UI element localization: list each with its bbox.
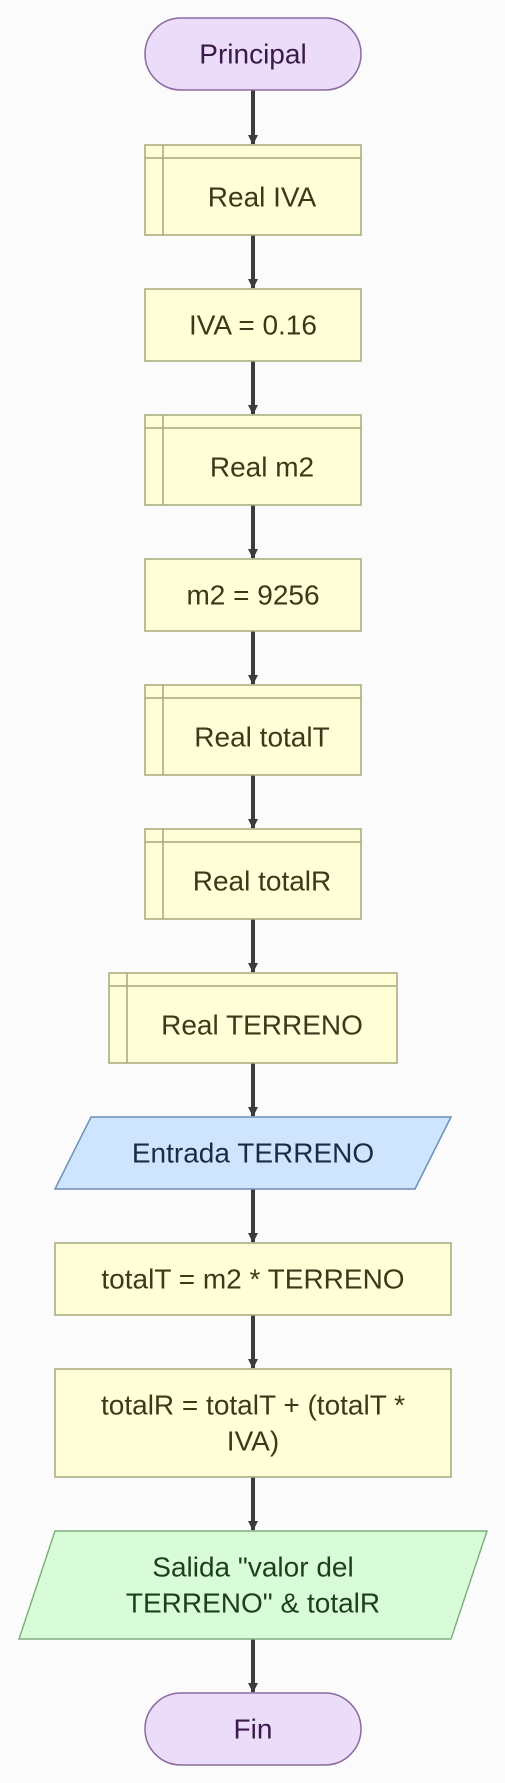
node-label: Real totalT	[194, 722, 329, 753]
node-start: Principal	[144, 17, 362, 91]
node-shape	[144, 828, 362, 920]
node-decl-iva: Real IVA	[144, 144, 362, 236]
node-label: Fin	[234, 1714, 273, 1745]
node-label: Real IVA	[208, 182, 317, 213]
node-label: Real totalR	[193, 866, 332, 897]
node-decl-totalr: Real totalR	[144, 828, 362, 920]
node-shape	[144, 288, 362, 362]
node-input-terreno: Entrada TERRENO	[53, 1116, 453, 1190]
node-shape	[53, 1116, 453, 1190]
node-label: IVA = 0.16	[189, 310, 317, 341]
node-shape	[144, 414, 362, 506]
node-shape	[144, 684, 362, 776]
node-end: Fin	[144, 1692, 362, 1766]
node-calc-totalr: totalR = totalT + (totalT * IVA)	[54, 1368, 452, 1478]
node-label: totalR = totalT + (totalT *	[101, 1390, 405, 1421]
node-decl-m2: Real m2	[144, 414, 362, 506]
node-calc-totalt: totalT = m2 * TERRENO	[54, 1242, 452, 1316]
node-label: Real TERRENO	[161, 1010, 363, 1041]
node-label: Principal	[199, 39, 306, 70]
node-label: Salida "valor del	[152, 1552, 353, 1583]
node-label: m2 = 9256	[186, 580, 319, 611]
node-shape	[54, 1368, 452, 1478]
node-label: Real m2	[210, 452, 314, 483]
node-shape	[144, 144, 362, 236]
node-label: TERRENO" & totalR	[126, 1588, 380, 1619]
node-label: Entrada TERRENO	[132, 1138, 374, 1169]
node-label: IVA)	[227, 1426, 279, 1457]
node-shape	[144, 558, 362, 632]
node-assign-iva: IVA = 0.16	[144, 288, 362, 362]
node-decl-terreno: Real TERRENO	[108, 972, 398, 1064]
node-shape	[54, 1242, 452, 1316]
node-shape	[108, 972, 398, 1064]
node-shape	[144, 1692, 362, 1766]
node-assign-m2: m2 = 9256	[144, 558, 362, 632]
node-shape	[17, 1530, 489, 1640]
node-label: totalT = m2 * TERRENO	[101, 1264, 404, 1295]
node-decl-totalt: Real totalT	[144, 684, 362, 776]
node-shape	[144, 17, 362, 91]
